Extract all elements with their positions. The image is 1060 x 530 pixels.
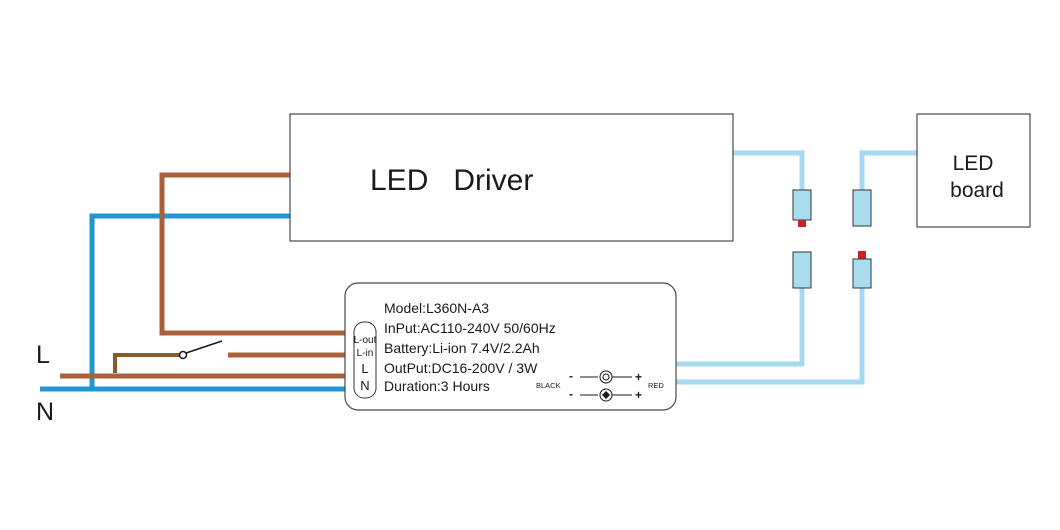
terminal-n: N [360, 378, 369, 393]
mains-line-label: L [36, 341, 50, 369]
module-output-wire-red [676, 288, 865, 385]
output-minus-bottom: - [569, 387, 573, 401]
neutral-wire [40, 213, 345, 392]
connector-lower-right [852, 251, 872, 289]
module-model: Model:L360N-A3 [384, 300, 489, 316]
led-driver-box [289, 113, 734, 242]
terminal-block [353, 321, 377, 399]
emergency-module-box [344, 282, 677, 411]
led-board-label-line2: board [950, 179, 1004, 202]
module-output: OutPut:DC16-200V / 3W [384, 360, 538, 376]
module-output-wire-black [676, 288, 805, 367]
switch-pivot [178, 350, 188, 360]
terminal-l-out: L-out [354, 335, 377, 346]
connector-upper-right [852, 189, 872, 227]
board-input-wire [859, 150, 917, 191]
terminal-l-in: L-in [357, 348, 374, 359]
output-red-label: RED [648, 381, 664, 390]
output-plug-inner-icon [602, 391, 610, 399]
output-minus-top: - [569, 369, 573, 383]
connector-upper-left [792, 189, 812, 227]
led-board-box [916, 113, 1031, 228]
switch-wire [113, 353, 180, 373]
output-black-label: BLACK [536, 381, 561, 390]
module-duration: Duration:3 Hours [384, 378, 490, 394]
live-wire-to-driver [159, 172, 345, 336]
led-board-label-line1: LED [953, 152, 994, 175]
module-battery: Battery:Li-ion 7.4V/2.2Ah [384, 340, 540, 356]
switch-lever [185, 340, 223, 354]
connector-lower-left [792, 251, 812, 289]
output-plus-top: + [635, 370, 642, 384]
driver-output-wire [733, 150, 805, 191]
output-plus-bottom: + [635, 388, 642, 402]
module-input: InPut:AC110-240V 50/60Hz [384, 320, 556, 336]
output-socket-inner-icon [602, 373, 610, 381]
terminal-l: L [361, 361, 368, 376]
led-driver-label: LED Driver [370, 164, 533, 197]
mains-neutral-label: N [36, 398, 54, 426]
